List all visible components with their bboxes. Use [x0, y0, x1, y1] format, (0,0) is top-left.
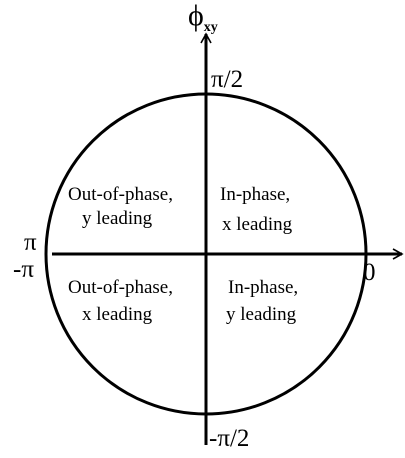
tick-label-left-upper: π — [24, 229, 37, 256]
tick-label-top: π/2 — [211, 66, 243, 93]
axis-symbol: ϕ — [188, 0, 204, 32]
tick-label-left-lower: -π — [13, 256, 34, 283]
quadrant-upper-left-line1: Out-of-phase, — [68, 184, 173, 205]
vertical-axis-label: ϕxy — [188, 0, 218, 35]
quadrant-upper-right-line2: x leading — [222, 214, 293, 235]
tick-label-right: 0 — [363, 259, 376, 286]
quadrant-lower-right-line2: y leading — [226, 304, 297, 325]
quadrant-upper-right-line1: In-phase, — [220, 184, 290, 205]
tick-label-bottom: -π/2 — [209, 425, 249, 452]
quadrant-upper-left-line2: y leading — [82, 208, 153, 229]
quadrant-lower-left-line2: x leading — [82, 304, 153, 325]
quadrant-lower-left-line1: Out-of-phase, — [68, 277, 173, 298]
quadrant-lower-right-line1: In-phase, — [228, 277, 298, 298]
axis-subscript: xy — [204, 20, 218, 35]
